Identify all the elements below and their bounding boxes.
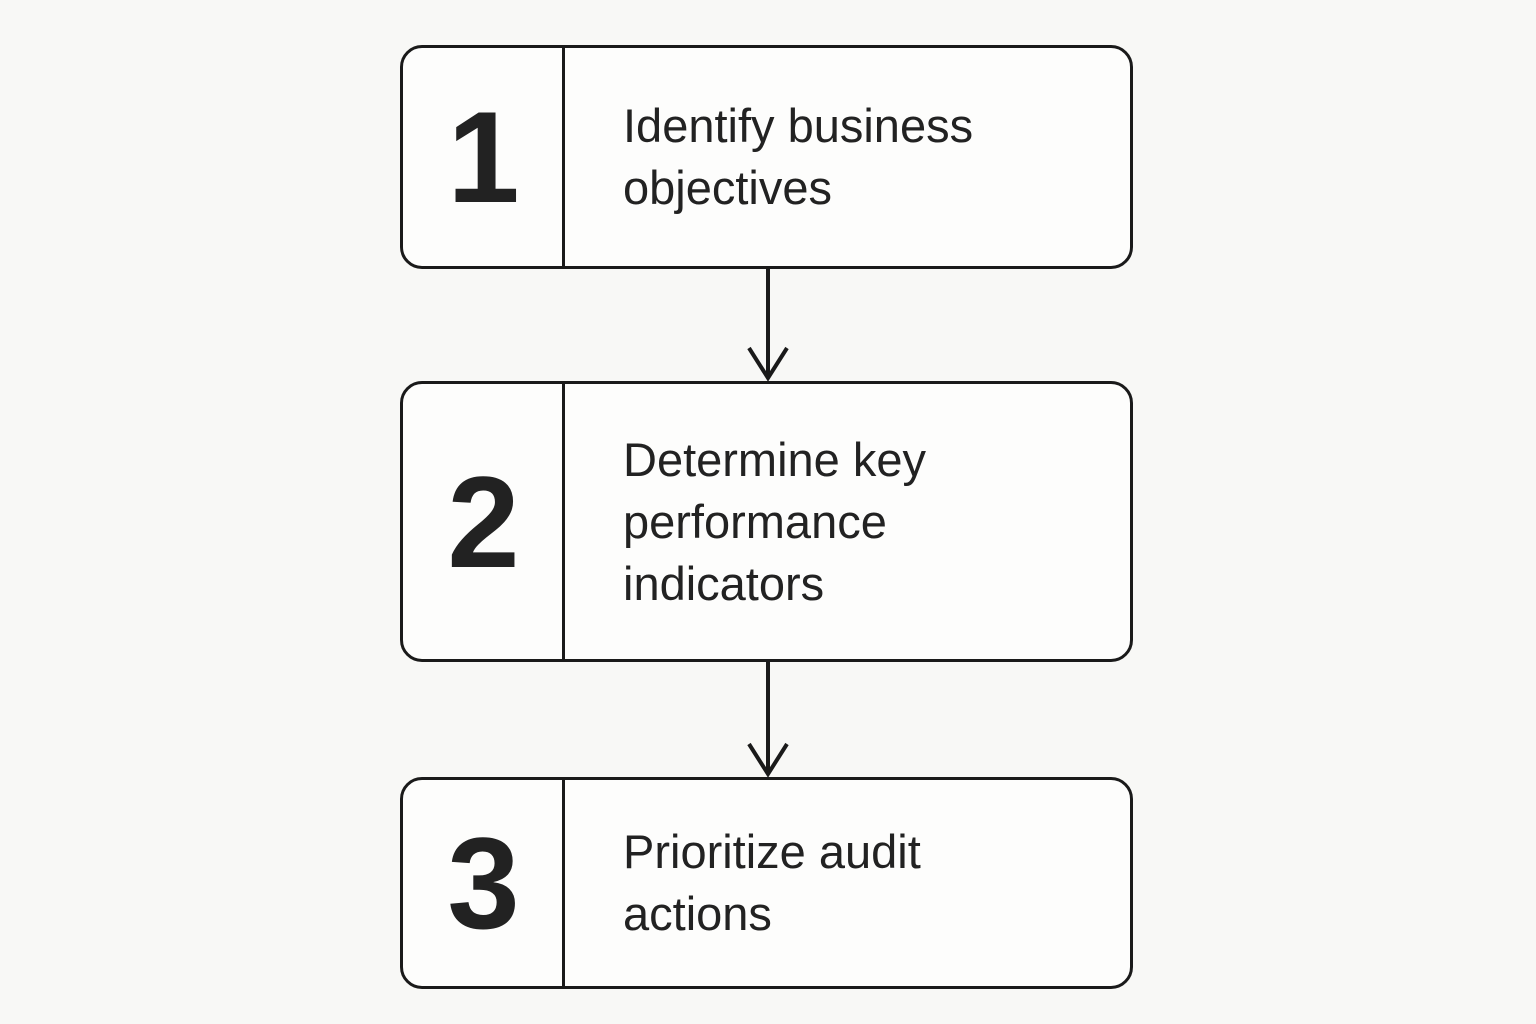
arrow-down-icon (744, 662, 792, 777)
step-3-number: 3 (447, 810, 519, 956)
step-box-1: 1 Identify business objectives (400, 45, 1133, 269)
arrow-down-icon (744, 269, 792, 381)
step-3-label-cell: Prioritize audit actions (565, 780, 1130, 986)
step-2-number-cell: 2 (403, 384, 565, 659)
step-3-label: Prioritize audit actions (623, 825, 921, 940)
step-box-2: 2 Determine key performance indicators (400, 381, 1133, 662)
step-1-label-cell: Identify business objectives (565, 48, 1130, 266)
step-box-3: 3 Prioritize audit actions (400, 777, 1133, 989)
step-2-label-cell: Determine key performance indicators (565, 384, 1130, 659)
step-2-label: Determine key performance indicators (623, 432, 926, 610)
step-2-number: 2 (447, 448, 519, 595)
step-1-label: Identify business objectives (623, 99, 974, 214)
step-1-number: 1 (447, 84, 519, 230)
step-1-number-cell: 1 (403, 48, 565, 266)
step-3-number-cell: 3 (403, 780, 565, 986)
